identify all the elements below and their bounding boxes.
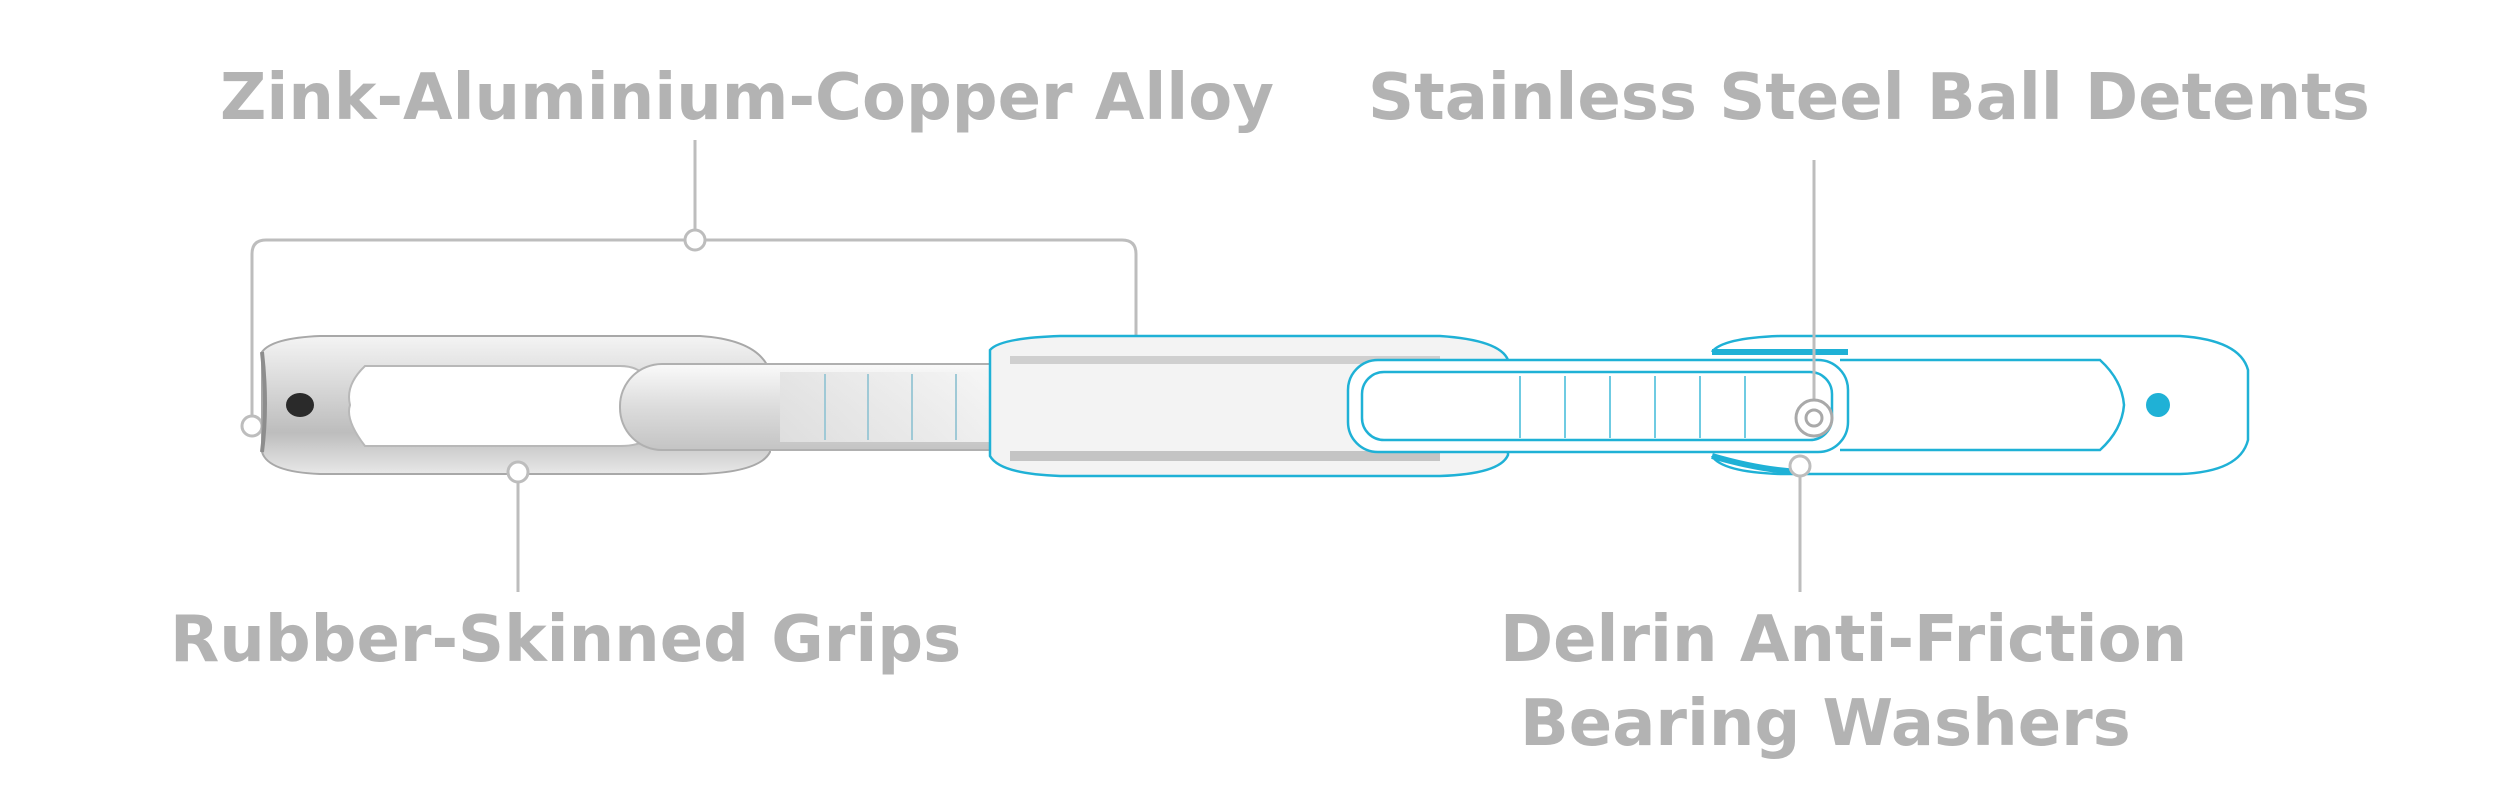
washers-callout-label-line1: Delrin Anti-Friction bbox=[1500, 603, 2188, 677]
link-blueprint-bar bbox=[1346, 358, 1850, 454]
rivet-icon bbox=[286, 393, 314, 417]
washers-callout-label-line2: Bearing Washers bbox=[1520, 687, 2131, 761]
alloy-bracket bbox=[240, 140, 1138, 438]
detents-callout-label: Stainless Steel Ball Detents bbox=[1368, 61, 2370, 135]
rivet-blueprint-icon bbox=[2146, 393, 2170, 417]
grips-leader bbox=[506, 460, 530, 592]
detents-leader bbox=[1794, 160, 1834, 438]
grips-callout-label: Rubber-Skinned Grips bbox=[170, 603, 962, 677]
washers-leader bbox=[1788, 454, 1812, 592]
alloy-callout-label: Zink-Aluminium-Copper Alloy bbox=[220, 61, 1274, 135]
